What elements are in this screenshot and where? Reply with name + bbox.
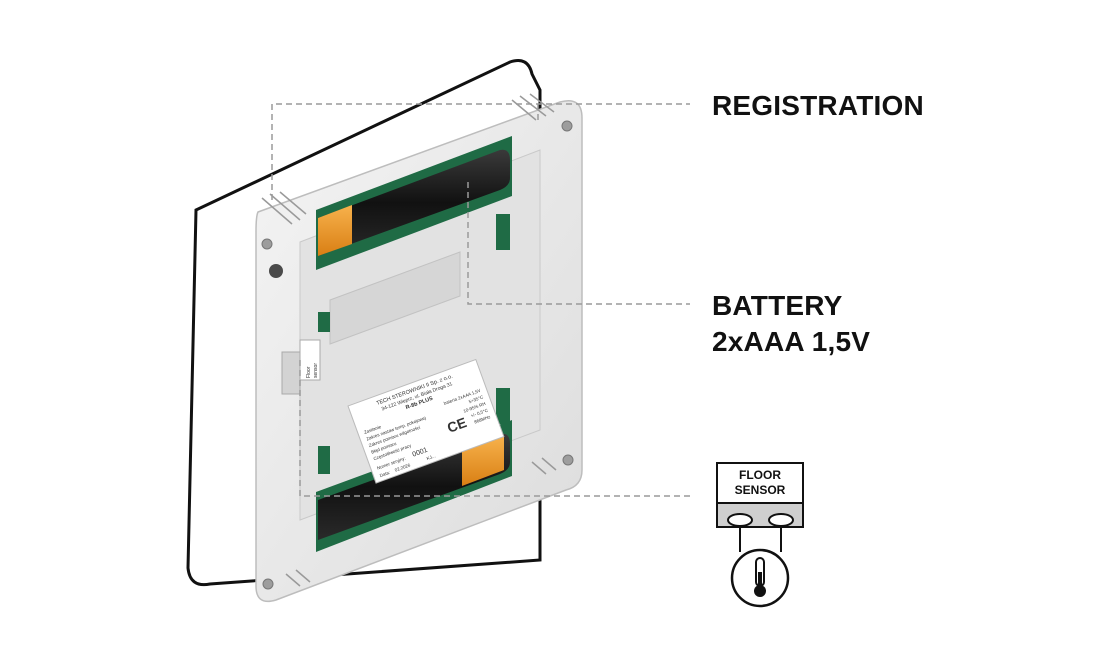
pcb-tabs — [318, 214, 510, 474]
label-field-0: Zasilanie — [363, 424, 382, 435]
rating-label: TECH STEROWNIKI II Sp. z o.o. 34-122 Wie… — [347, 358, 505, 484]
label-date-label: Data: — [379, 470, 391, 478]
label-value-3: 868MHz — [474, 414, 492, 425]
port-tag-line1: Floor — [306, 366, 312, 378]
registration-callout: REGISTRATION — [712, 88, 924, 124]
label-value-0: 5÷35°C — [468, 394, 485, 404]
battery-callout: BATTERY 2xAAA 1,5V — [712, 288, 870, 360]
leader-registration — [271, 103, 690, 200]
reset-hole — [269, 264, 283, 278]
floor-sensor-line1: FLOOR — [739, 468, 781, 482]
label-date: 02.2026 — [394, 462, 411, 472]
label-inspector: KJ... — [426, 453, 436, 461]
leader-battery — [467, 182, 690, 305]
leader-floor-sensor — [299, 360, 690, 497]
floor-sensor-line2: SENSOR — [735, 483, 786, 497]
registration-label: REGISTRATION — [712, 90, 924, 121]
battery-label: BATTERY — [712, 290, 843, 321]
label-serial: 0001 — [412, 447, 429, 459]
label-value-2: +/- 0,5°C — [470, 407, 489, 418]
terminal-left — [727, 513, 753, 527]
floor-sensor-diagram: FLOOR SENSOR — [716, 462, 804, 608]
battery-spec: 2xAAA 1,5V — [712, 326, 871, 357]
battery-compartment-top — [316, 136, 512, 270]
port-tag-line2: sensor — [313, 363, 319, 378]
screw-heads — [261, 120, 574, 590]
clips — [261, 93, 557, 587]
leader-lines — [271, 103, 690, 497]
battery-compartment-bottom — [316, 420, 512, 552]
terminal-right — [768, 513, 794, 527]
ce-mark: CE — [445, 414, 469, 436]
